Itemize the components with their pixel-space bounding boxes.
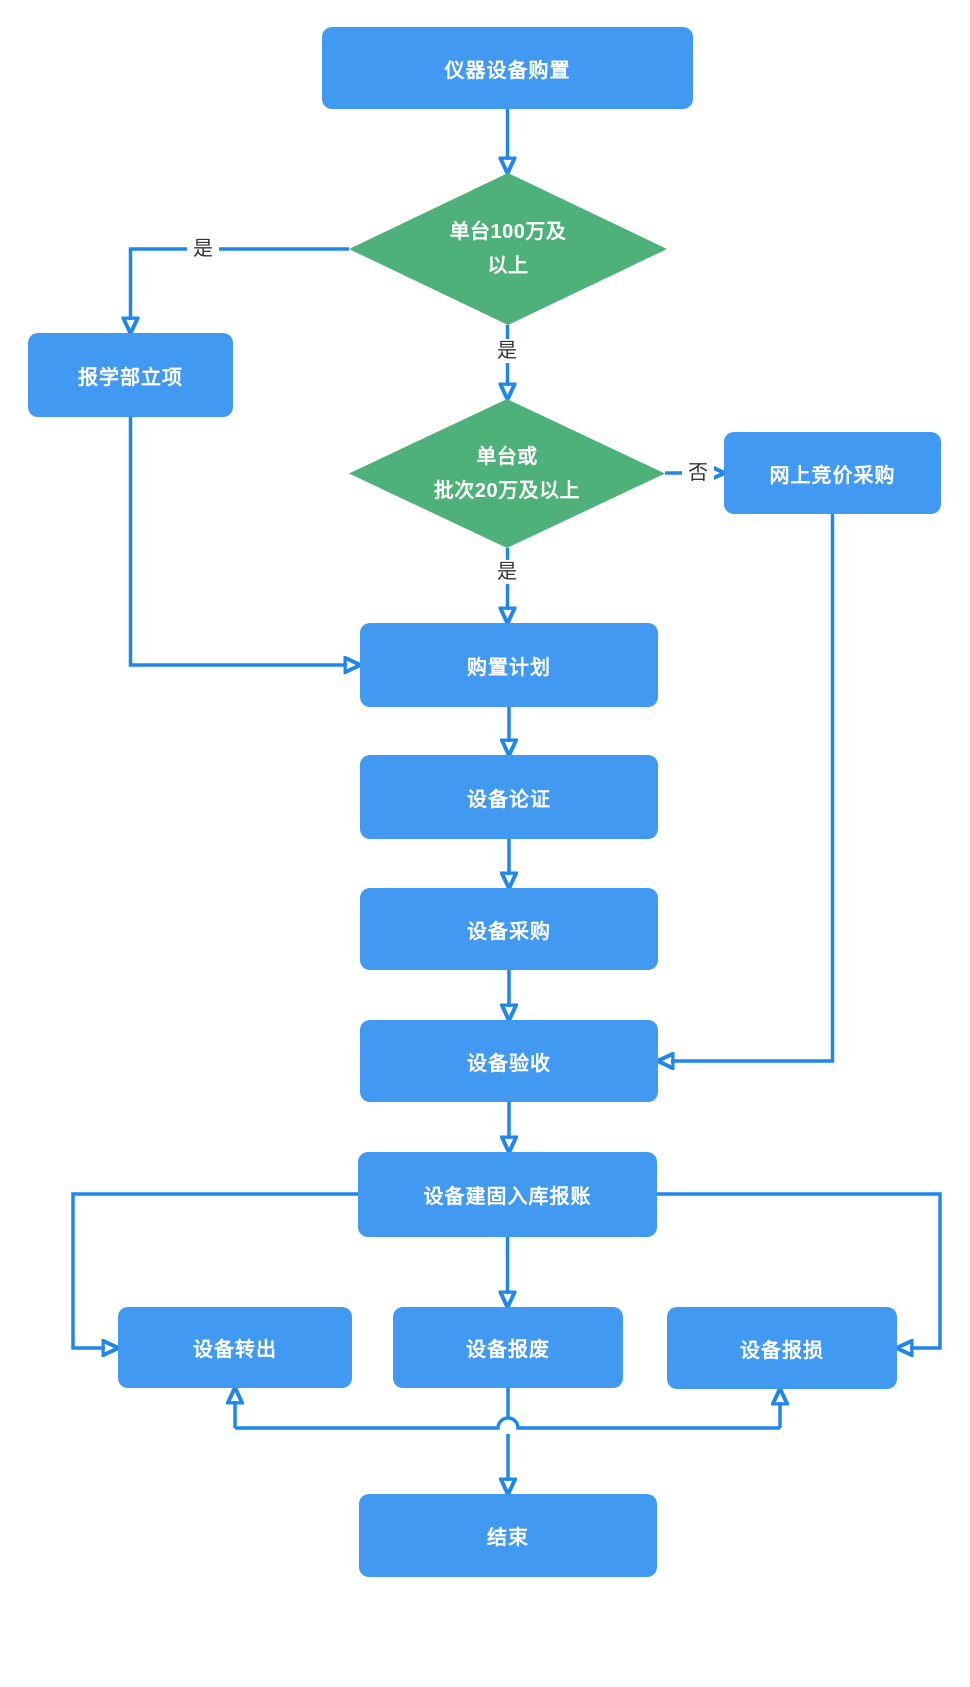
node-purchase-plan: 购置计划 — [360, 623, 658, 707]
node-equipment-damage: 设备报损 — [667, 1307, 897, 1389]
node-equipment-scrap: 设备报废 — [393, 1307, 623, 1388]
decision-100w-line2: 以上 — [487, 255, 529, 277]
node-equipment-review-label: 设备论证 — [467, 788, 551, 811]
node-equipment-procurement-label: 设备采购 — [467, 920, 551, 943]
node-department-project: 报学部立项 — [28, 333, 233, 417]
node-department-project-label: 报学部立项 — [78, 366, 183, 389]
node-end: 结束 — [359, 1494, 657, 1577]
node-online-bidding-label: 网上竞价采购 — [769, 464, 896, 487]
decision-20w-line1: 单台或 — [476, 445, 538, 468]
node-equipment-transfer: 设备转出 — [118, 1307, 352, 1388]
node-equipment-scrap-label: 设备报废 — [466, 1339, 550, 1361]
edge-registration-to-damage — [657, 1192, 942, 1348]
edge-label-no-right: 否 — [682, 461, 714, 485]
edge-bottom-horizontal — [235, 1416, 780, 1430]
node-equipment-registration: 设备建固入库报账 — [358, 1152, 657, 1237]
node-equipment-transfer-label: 设备转出 — [193, 1339, 277, 1361]
edge-label-yes-mid-2: 是 — [491, 560, 523, 584]
node-equipment-review: 设备论证 — [360, 755, 658, 839]
edge-label-yes-mid-1: 是 — [491, 339, 523, 363]
node-equipment-damage-label: 设备报损 — [740, 1339, 824, 1362]
node-equipment-procurement: 设备采购 — [360, 888, 658, 970]
node-purchase-plan-label: 购置计划 — [467, 656, 551, 679]
edge-bidding-to-acceptance — [671, 514, 835, 1061]
node-equipment-acceptance-label: 设备验收 — [467, 1052, 551, 1075]
decision-100w-line1: 单台100万及 — [449, 221, 567, 243]
decision-20w-line2: 批次20万及以上 — [433, 479, 581, 502]
node-instrument-purchase: 仪器设备购置 — [322, 27, 693, 109]
edge-label-yes-left: 是 — [187, 237, 219, 261]
node-end-label: 结束 — [487, 1527, 529, 1549]
node-instrument-purchase-label: 仪器设备购置 — [444, 59, 571, 82]
edge-decision1-yes-left — [131, 247, 349, 320]
node-equipment-acceptance: 设备验收 — [360, 1020, 658, 1102]
node-online-bidding: 网上竞价采购 — [724, 432, 941, 514]
edge-registration-to-transfer — [71, 1192, 358, 1348]
node-equipment-registration-label: 设备建固入库报账 — [423, 1186, 592, 1208]
edge-project-to-plan — [128, 417, 348, 665]
